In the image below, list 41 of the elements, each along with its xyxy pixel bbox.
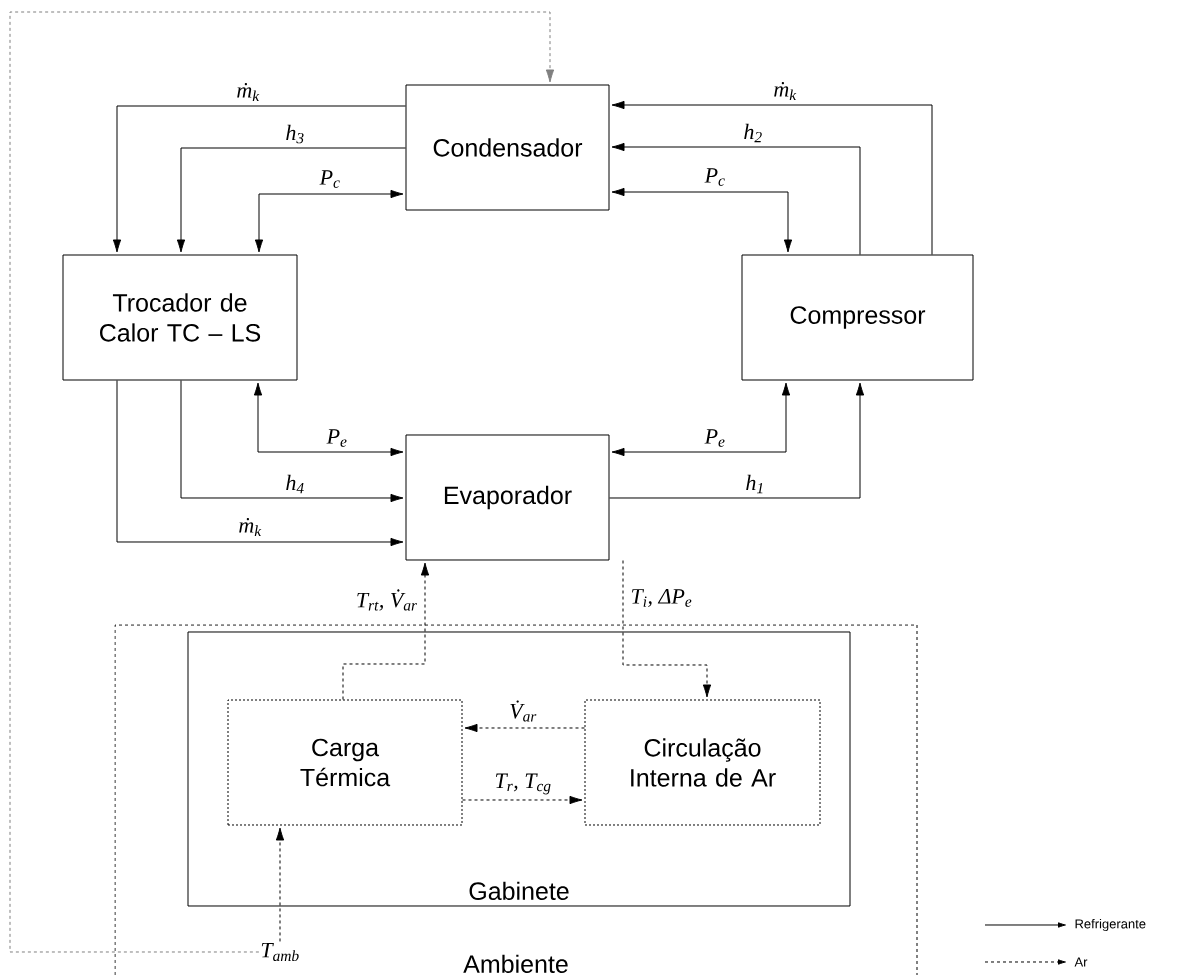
edge-label: P$_{c}$ — [319, 170, 340, 188]
legend-text: Refrigerante — [1075, 918, 1146, 932]
process-box: Trocador de Calor TC – LS — [62, 254, 298, 381]
edge-label: P$_{c}$ — [704, 168, 725, 186]
arrow — [611, 187, 793, 253]
edge-label: T$_{rt}$, V̇$_{ar}$ — [357, 589, 418, 611]
arrow — [254, 189, 404, 253]
edge-label: h$_{1}$ — [746, 474, 763, 494]
legend-text: Ar — [1074, 957, 1088, 967]
edge-label: h$_{3}$ — [286, 124, 304, 144]
edge-label: T$_{i}$, ΔP$_{e}$ — [631, 589, 692, 607]
edge-label: h$_{4}$ — [286, 474, 304, 494]
dashed-arrow — [275, 827, 285, 942]
arrow — [611, 142, 861, 255]
dashed-process-box: Circulação Interna de Ar — [584, 699, 821, 826]
dashed-arrow — [464, 723, 585, 733]
arrow — [611, 382, 791, 457]
edge-label: ṁ$_{k}$ — [239, 517, 262, 537]
edge-label: ṁ$_{k}$ — [774, 81, 797, 101]
edge-label: T$_{r}$, T$_{cg}$ — [495, 773, 551, 795]
arrow — [253, 382, 404, 457]
arrow — [609, 382, 865, 499]
process-box: Condensador — [405, 84, 610, 211]
dashed-arrow — [342, 562, 430, 700]
arrow — [611, 100, 933, 255]
arrow — [116, 380, 404, 547]
process-box: Compressor — [741, 254, 974, 381]
dashed-process-box: Carga Térmica — [227, 699, 463, 826]
arrow — [180, 380, 404, 503]
dashed-arrow — [622, 560, 712, 698]
edge-label: ṁ$_{k}$ — [237, 82, 260, 102]
edge-label: h$_{2}$ — [744, 123, 762, 143]
dashed-arrow — [9, 11, 555, 953]
variable-label: T$_{amb}$ — [261, 942, 299, 962]
process-box: Evaporador — [405, 434, 610, 561]
edge-label: P$_{e}$ — [326, 429, 347, 447]
arrow — [112, 105, 406, 253]
edge-label: P$_{e}$ — [704, 429, 725, 447]
dashed-arrow — [462, 795, 583, 805]
edge-label: V̇$_{ar}$ — [510, 700, 537, 722]
arrow — [176, 147, 406, 253]
